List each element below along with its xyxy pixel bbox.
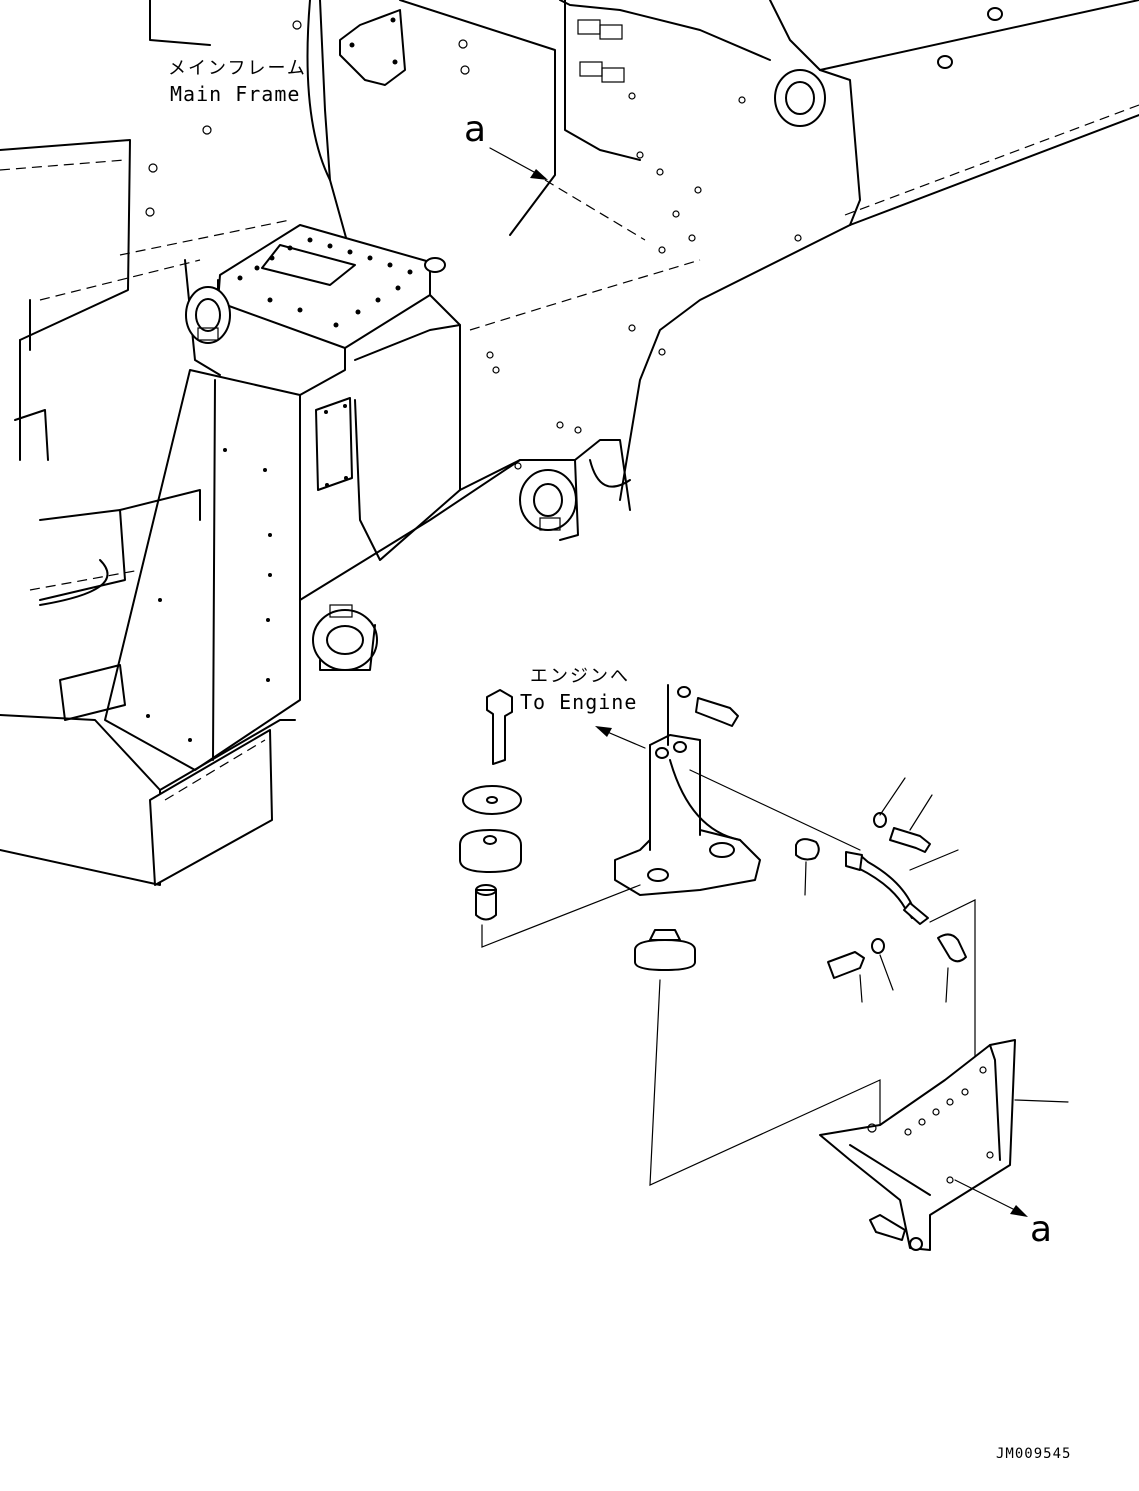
main-frame-illustration: [0, 0, 1139, 886]
ref-arrow-bottom: [954, 1179, 1028, 1217]
main-frame-label-jp: メインフレーム: [168, 58, 307, 79]
to-engine-label-jp: エンジンへ: [530, 666, 630, 687]
main-frame-label-en: Main Frame: [170, 82, 301, 106]
column-holes: [146, 448, 272, 742]
frame-bolt-marks: [145, 20, 802, 470]
reference-mark-top: a: [464, 109, 487, 150]
arrow-to-engine: [595, 726, 646, 749]
ref-arrow-top: [489, 147, 548, 180]
plate-holes: [237, 237, 413, 328]
engine-mount-exploded-view: [459, 147, 1069, 1251]
drawing-code: JM009545: [996, 1446, 1072, 1462]
crossmember-holes: [867, 1066, 994, 1184]
reference-mark-bottom: a: [1030, 1209, 1053, 1250]
to-engine-label-en: To Engine: [520, 690, 638, 714]
